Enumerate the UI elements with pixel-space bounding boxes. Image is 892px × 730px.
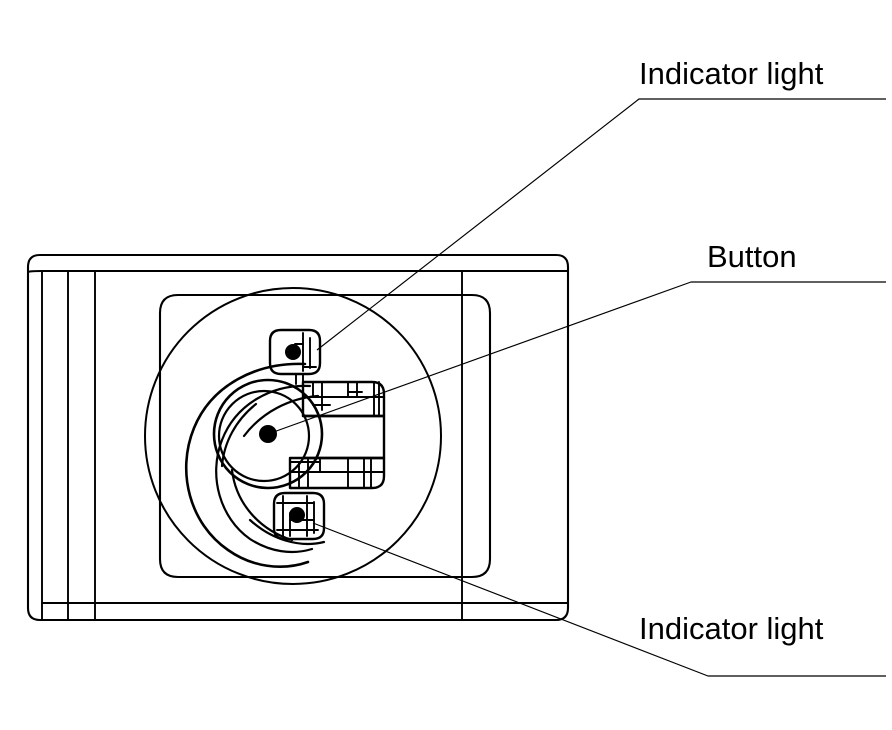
- indicator-lower-lamp-dot: [289, 507, 305, 523]
- leader-button: [267, 281, 886, 435]
- callout-leaders: [267, 98, 886, 677]
- indicator-housing-lower: [272, 491, 326, 541]
- upper-arm-outline: [301, 380, 386, 418]
- dial-circle: [144, 287, 442, 585]
- hub-ring-inner: [217, 389, 311, 483]
- indicator-housing-upper: [268, 328, 322, 385]
- hub-ring-outer: [212, 378, 324, 490]
- lower-arm-outline: [288, 456, 386, 490]
- leader-indicator-light-bottom: [312, 522, 886, 677]
- dial-circle-group: [144, 287, 442, 585]
- outer-shell: [26, 253, 570, 622]
- leader-indicator-light-top: [316, 98, 886, 351]
- callout-label-indicator-light-top: Indicator light: [639, 56, 824, 91]
- c-bracket-group: [184, 362, 326, 568]
- callout-label-button: Button: [707, 239, 797, 274]
- indicator-upper-outline: [268, 328, 322, 376]
- inner-panel-recess: [158, 293, 492, 579]
- bezel-top-inner-edge: [27, 270, 569, 273]
- c-bracket-sweep-lower: [248, 518, 326, 546]
- callout-labels: Indicator light Button Indicator light: [639, 56, 824, 646]
- c-bracket-outer: [184, 362, 310, 568]
- outer-bezel-outline: [26, 253, 570, 622]
- inner-panel-outline: [158, 293, 492, 579]
- lower-arm: [288, 456, 386, 490]
- c-bracket-sweep-left: [220, 402, 258, 468]
- indicator-lower-outline: [272, 491, 326, 541]
- c-bracket-inner: [215, 384, 314, 554]
- callout-label-indicator-light-bottom: Indicator light: [639, 611, 824, 646]
- indicator-upper-lamp-dot: [285, 344, 301, 360]
